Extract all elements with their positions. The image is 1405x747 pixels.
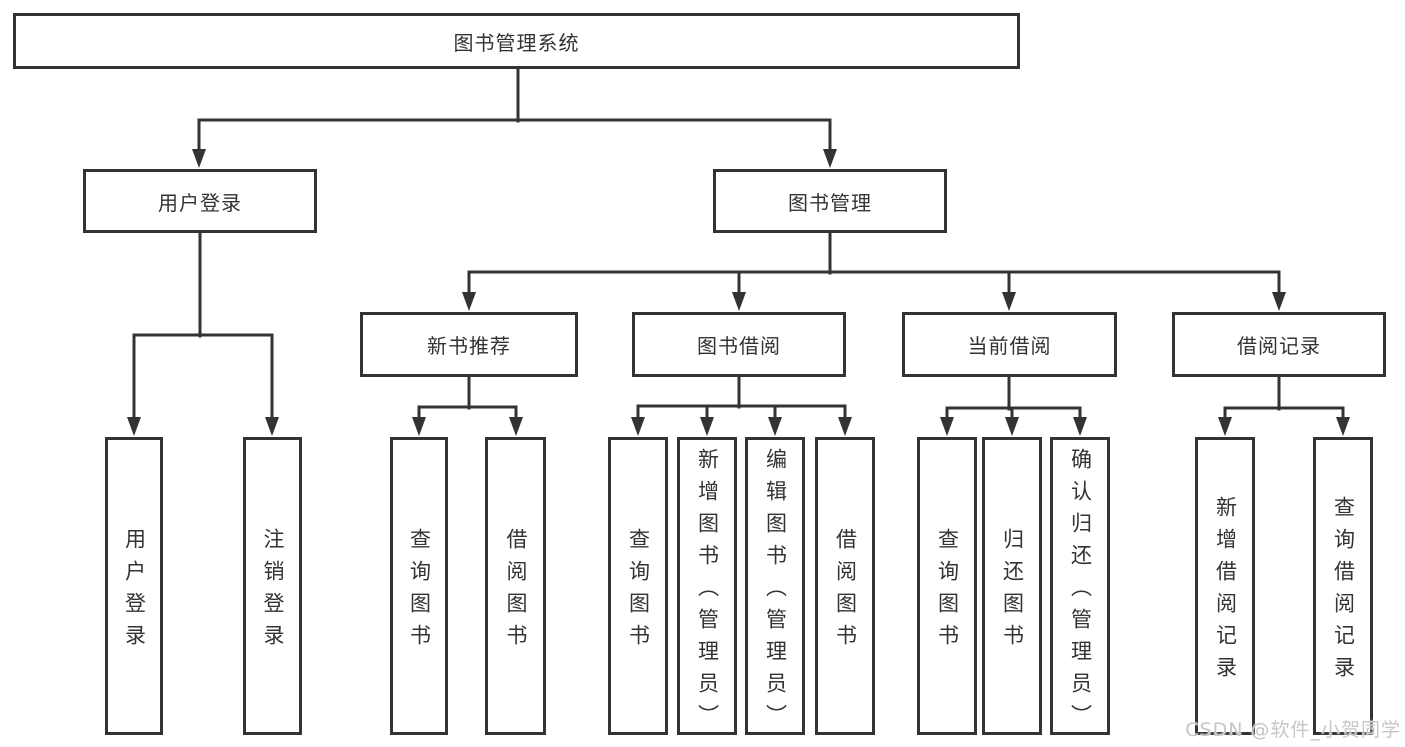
leaf-borrow-books-recommend: 借阅图书 xyxy=(485,437,546,735)
node-label: 图书管理系统 xyxy=(453,30,580,55)
node-label: 新书推荐 xyxy=(427,334,511,358)
node-label: 查询图书 xyxy=(935,527,960,656)
node-label: 图书管理 xyxy=(788,190,872,215)
connector-arrow-stems xyxy=(132,120,1345,420)
connector-arrowheads xyxy=(127,149,1350,436)
node-label: 注销登录 xyxy=(261,527,285,656)
csdn-watermark: CSDN @软件_小贺同学 xyxy=(1185,719,1401,741)
node-book-management: 图书管理 xyxy=(713,169,947,233)
node-label: 查询借阅记录 xyxy=(1331,495,1356,688)
node-label: 归还图书 xyxy=(1000,527,1025,656)
leaf-query-borrow-record: 查询借阅记录 xyxy=(1313,437,1373,735)
node-current-borrow: 当前借阅 xyxy=(902,312,1117,377)
leaf-add-borrow-record: 新增借阅记录 xyxy=(1195,437,1255,735)
leaf-add-books-admin: 新增图书（管理员） xyxy=(677,437,737,736)
node-label: 编辑图书（管理员） xyxy=(763,447,788,736)
leaf-borrow-books: 借阅图书 xyxy=(815,437,875,735)
node-label: 图书借阅 xyxy=(697,334,781,358)
node-label: 借阅记录 xyxy=(1237,334,1321,358)
node-label: 新增借阅记录 xyxy=(1213,495,1238,688)
leaf-confirm-return-admin: 确认归还（管理员） xyxy=(1050,437,1110,736)
node-label: 当前借阅 xyxy=(967,334,1052,358)
leaf-return-books: 归还图书 xyxy=(982,437,1042,735)
node-label: 用户登录 xyxy=(158,190,242,215)
node-label: 查询图书 xyxy=(626,527,651,656)
node-label: 用户登录 xyxy=(122,527,147,656)
leaf-edit-books-admin: 编辑图书（管理员） xyxy=(745,437,805,736)
node-book-borrow: 图书借阅 xyxy=(632,312,846,377)
node-label: 借阅图书 xyxy=(504,527,528,656)
node-label: 查询图书 xyxy=(407,527,432,656)
node-root-library-system: 图书管理系统 xyxy=(13,13,1020,69)
connector-tree-lines xyxy=(132,67,1345,411)
leaf-query-books-borrow: 查询图书 xyxy=(608,437,668,735)
leaf-query-books-recommend: 查询图书 xyxy=(390,437,448,735)
leaf-query-books-current: 查询图书 xyxy=(917,437,977,735)
leaf-user-login: 用户登录 xyxy=(105,437,163,735)
node-label: 新增图书（管理员） xyxy=(695,447,720,736)
node-label: 确认归还（管理员） xyxy=(1068,447,1093,736)
node-borrow-records: 借阅记录 xyxy=(1172,312,1386,377)
node-label: 借阅图书 xyxy=(833,527,858,656)
node-new-book-recommend: 新书推荐 xyxy=(360,312,578,377)
leaf-logout: 注销登录 xyxy=(243,437,302,735)
node-user-login: 用户登录 xyxy=(83,169,317,233)
